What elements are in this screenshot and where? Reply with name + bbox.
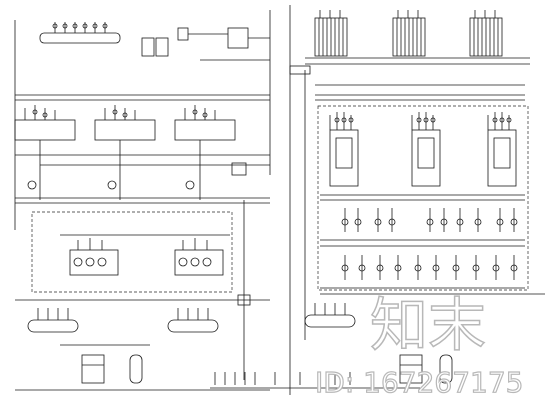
valve-row-upper bbox=[341, 208, 518, 232]
dashed-loop-left bbox=[31, 211, 233, 293]
air-handler-2 bbox=[411, 112, 441, 187]
water-treatment-left bbox=[60, 344, 150, 384]
cooling-tower-2 bbox=[392, 10, 426, 57]
pump-3 bbox=[185, 180, 195, 190]
dashed-loop-right bbox=[317, 105, 529, 291]
cooling-tower-1 bbox=[314, 10, 348, 57]
pump-group-left-a bbox=[69, 238, 119, 276]
watermark: 知末 ID: 167267175 bbox=[314, 290, 524, 399]
chiller-2 bbox=[94, 105, 156, 141]
header-tank-right bbox=[304, 303, 356, 328]
water-treatment-right bbox=[399, 354, 453, 384]
tag-box-right bbox=[289, 65, 311, 75]
air-handler-3 bbox=[487, 112, 517, 187]
watermark-id: ID: 167267175 bbox=[315, 366, 523, 399]
header-tank-left-b bbox=[167, 308, 219, 333]
pump-group-left-b bbox=[174, 238, 224, 276]
expansion-unit bbox=[231, 162, 247, 176]
header-tank-left-a bbox=[27, 308, 79, 333]
watermark-brand: 知末 bbox=[370, 291, 486, 359]
pump-1 bbox=[27, 180, 37, 190]
top-manifold-left bbox=[39, 22, 121, 44]
chiller-1 bbox=[14, 105, 76, 141]
bottom-stub-lines bbox=[214, 372, 351, 385]
cooling-tower-3 bbox=[469, 10, 503, 57]
top-equipment-left bbox=[141, 10, 271, 175]
pump-2 bbox=[107, 180, 117, 190]
air-handler-1 bbox=[329, 112, 359, 187]
valve-row-lower bbox=[341, 255, 518, 280]
chiller-3 bbox=[174, 105, 236, 141]
